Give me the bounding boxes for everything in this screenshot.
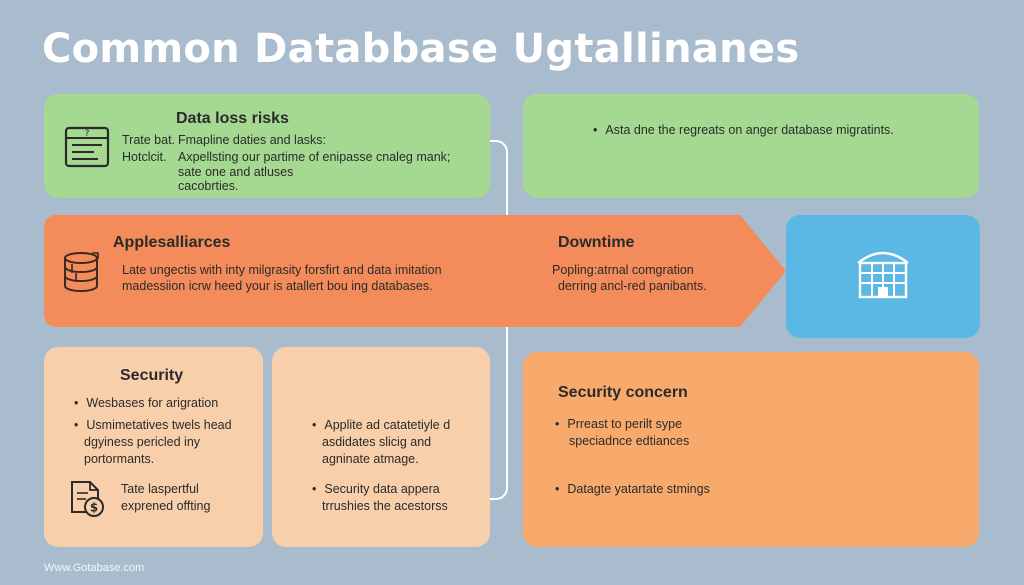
- building-icon: [857, 251, 909, 299]
- data-loss-col1-line: Trate bat.: [122, 133, 176, 147]
- security-concern-bullet-continuation: speciadnce edtiances: [569, 434, 690, 448]
- downtime-line: derring ancl-red panibants.: [558, 279, 707, 293]
- security-footer-line: exprened offting: [121, 499, 211, 513]
- footer-url: Www.Gotabase.com: [44, 562, 145, 574]
- data-loss-card: Data loss risks ? Trate bat. Hotclcit. F…: [44, 94, 490, 198]
- applesalliarces-heading: Applesalliarces: [113, 234, 231, 251]
- middle-bullet-continuation: trrushies the acestorss: [322, 499, 448, 513]
- data-loss-col2-line: Fmapline daties and lasks:: [178, 133, 326, 147]
- page-title: Common Databbase Ugtallinanes: [42, 26, 800, 72]
- applesalliarces-line: Late ungectis with inty milgrasity forsf…: [122, 263, 442, 277]
- security-data-card: Applite ad catatetiyle d asdidates slici…: [272, 347, 490, 547]
- svg-text:$: $: [90, 501, 98, 515]
- downtime-line: Popling:atrnal comgration: [552, 263, 694, 277]
- middle-bullet: Security data appera: [312, 481, 439, 497]
- security-bullet: Wesbases for arigration: [74, 395, 218, 411]
- data-loss-heading: Data loss risks: [176, 110, 289, 127]
- applesalliarces-line: madessiion icrw heed your is atallert bo…: [122, 279, 433, 293]
- security-concern-bullet: Datagte yatartate stmings: [555, 481, 709, 497]
- middle-bullet: Applite ad catatetiyle d: [312, 417, 450, 433]
- building-card: [786, 215, 980, 338]
- security-footer-line: Tate laspertful: [121, 482, 199, 496]
- migration-note-card: Asta dne the regreats on anger database …: [523, 94, 979, 198]
- security-concern-card: Security concern Prreast to perilt sype …: [523, 352, 979, 547]
- data-loss-col2-line: Axpellsting our partime of enipasse cnal…: [178, 150, 451, 164]
- data-loss-col2-line: sate one and atluses: [178, 165, 294, 179]
- middle-bullet-continuation: asdidates slicig and: [322, 435, 432, 449]
- security-bullet-continuation: dgyiness pericled iny: [84, 435, 201, 449]
- applesalliarces-downtime-band: [44, 215, 786, 327]
- security-concern-heading: Security concern: [558, 384, 688, 401]
- security-concern-bullet: Prreast to perilt sype: [555, 416, 682, 432]
- document-icon: ?: [64, 126, 110, 168]
- security-heading: Security: [120, 367, 184, 384]
- svg-text:?: ?: [85, 129, 90, 139]
- security-bullet-continuation: portormants.: [84, 452, 155, 466]
- downtime-heading: Downtime: [558, 234, 635, 251]
- data-loss-col1-line: Hotclcit.: [122, 150, 167, 164]
- database-icon: [64, 252, 99, 292]
- dollar-document-icon: $: [71, 481, 104, 517]
- security-card: Security Wesbases for arigration Usmimet…: [44, 347, 263, 547]
- data-loss-col2-line: cacobrties.: [178, 179, 239, 193]
- middle-bullet-continuation: agninate atmage.: [322, 452, 419, 466]
- security-bullet: Usmimetatives twels head: [74, 417, 231, 433]
- migration-note-bullet: Asta dne the regreats on anger database …: [593, 122, 893, 138]
